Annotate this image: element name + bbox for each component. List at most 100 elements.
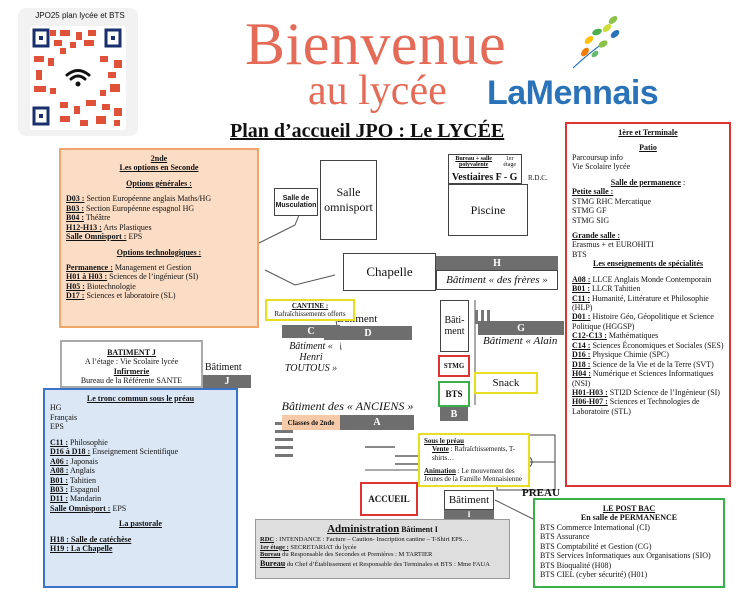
option-generale-item-code: B04 :	[66, 213, 84, 223]
batiment-j-title: BATIMENT J	[107, 348, 156, 357]
option-techno-item-code: Permanence :	[66, 262, 113, 272]
specialite-item-text: LLCE Anglais Monde Contemporain	[590, 274, 712, 284]
postbac-item: BTS Commerce International (CI)	[540, 522, 650, 532]
postbac-title: LE POST BAC	[602, 504, 656, 513]
rdc-label: RDC	[260, 535, 275, 543]
specialite-item-text: Histoire Géo, Géopolitique et Science Po…	[572, 312, 714, 331]
batiment-g-label: Bâtiment « Alain	[483, 335, 558, 347]
preau-label: PREAU	[522, 487, 560, 499]
chapelle: Chapelle	[343, 253, 436, 291]
qr-title: JPO25 plan lycée et BTS	[35, 11, 125, 20]
option-generale-item-text: EPS	[126, 232, 143, 242]
classes-2nde-label: Classes de 2nde	[287, 418, 335, 427]
tronc-room-item-text: Enseignement Scientifique	[90, 447, 179, 457]
options-heading-2nde: 2nde	[150, 154, 168, 163]
batiment-central: Bâti- ment	[440, 300, 469, 352]
tronc-room-item-code: A08 :	[50, 466, 69, 476]
tronc-room-item-text: Tahitien	[68, 475, 96, 485]
specialite-item-text: LLCR Tahitien	[590, 284, 641, 294]
chapelle-label: Chapelle	[366, 264, 413, 279]
tronc-room-item-text: Espagnol	[68, 484, 100, 494]
bureau-salle-label: Bureau + salle polyvalente	[455, 156, 492, 168]
options-generales-title: Options générales :	[126, 178, 192, 188]
tronc-room-item: D16 à D18 : Enseignement Scientifique	[50, 447, 231, 456]
batiment-anciens-label: Bâtiment des « ANCIENS »	[281, 398, 414, 413]
tronc-room-item-code: B03 :	[50, 484, 68, 494]
specialite-item-code: D16 :	[572, 350, 591, 360]
tronc-commun-box: Le tronc commun sous le préau HG Françai…	[43, 388, 238, 588]
specialite-item: H01-H03 : STI2D Science de l’Ingénieur (…	[572, 388, 724, 397]
postbac-subtitle: En salle de PERMANENCE	[580, 513, 678, 523]
batiment-j-line1: A l’étage : Vie Scolaire lycée	[84, 357, 179, 367]
specialite-item-text: Science de la Vie et de la Terre (SVT)	[590, 359, 714, 369]
pastorale-title: La pastorale	[119, 519, 162, 529]
administration-box: Administration Bâtiment I RDC : INTENDAN…	[255, 519, 510, 579]
salle-omnisport-label: Salle omnisport	[324, 185, 373, 214]
tronc-room-item-text: Philosophie	[68, 437, 108, 447]
option-generale-item-text: Section Européenne espagnol HG	[84, 203, 195, 213]
specialite-item-text: Sciences et Technologies de Laboratoire …	[572, 397, 700, 416]
batiment-central-label: Bâti- ment	[444, 315, 465, 337]
grande-salle-title: Grande salle :	[572, 230, 620, 240]
grande-salle-item: BTS	[572, 249, 587, 259]
brand-logo: LaMennais	[487, 74, 659, 112]
petite-salle-item: STMG SIG	[572, 215, 610, 225]
perm-title: Salle de permanence	[610, 177, 681, 187]
option-techno-item: Permanence : Management et Gestion	[66, 263, 252, 272]
welcome-subtitle: au lycée	[308, 68, 447, 114]
option-generale-item-code: H12-H13 :	[66, 222, 102, 232]
patio-title: Patio	[639, 143, 657, 153]
plan-title: Plan d’accueil JPO : Le LYCÉE	[230, 120, 505, 142]
snack-label: Snack	[492, 377, 520, 389]
tronc-room-item-text: Anglais	[68, 466, 95, 476]
tronc-room-item-code: B01 :	[50, 475, 68, 485]
batiment-b-letter: B	[440, 407, 468, 421]
options-seconde-box: 2nde Les options en Seconde Options géné…	[59, 148, 259, 328]
patio-item: Vie Scolaire lycée	[572, 162, 631, 172]
rdc-text: : INTENDANCE : Facture – Caution- Inscri…	[274, 535, 469, 543]
classes-2nde: Classes de 2nde	[282, 415, 340, 430]
postbac-item: BTS Services Informatiques aux Organisat…	[540, 551, 711, 561]
specialite-item-code: H01-H03 :	[572, 387, 608, 397]
batiment-g-letter: G	[478, 321, 564, 335]
option-generale-item: D03 : Section Européenne anglais Maths/H…	[66, 194, 252, 203]
tronc-room-item-code: D16 à D18 :	[50, 447, 91, 457]
tronc-room-item: B03 : Espagnol	[50, 485, 231, 494]
batiment-anciens: Bâtiment des « ANCIENS »	[281, 397, 414, 415]
qr-code	[30, 26, 126, 130]
specialite-item-code: D01 :	[572, 312, 591, 322]
batiment-d-letter: D	[324, 326, 412, 340]
premiere-title: 1ère et Terminale	[618, 128, 678, 137]
rdc-label: R.D.C.	[528, 174, 548, 182]
tronc-room-item: B01 : Tahitien	[50, 476, 231, 485]
cantine-box: CANTINE : Rafraîchissements offerts	[265, 299, 355, 321]
option-generale-item-text: Section Européenne anglais Maths/HG	[84, 194, 212, 204]
specialite-item-code: D18 :	[572, 359, 591, 369]
option-techno-item-text: Sciences de l’ingénieur (SI)	[107, 272, 199, 282]
snack: Snack	[474, 372, 538, 394]
specialite-item: C11 : Humanité, Littérature et Philosoph…	[572, 294, 724, 313]
option-techno-item-code: H01 à H03 :	[66, 272, 108, 282]
petite-salle-item: STMG RHC Mercatique	[572, 196, 652, 206]
batiment-i-letter: I	[444, 510, 494, 519]
specialite-item: D18 : Science de la Vie et de la Terre (…	[572, 360, 724, 369]
piscine-label: Piscine	[470, 202, 506, 217]
batiment-h: Bâtiment « des frères »	[436, 270, 558, 290]
option-generale-item-text: Théâtre	[84, 213, 111, 223]
option-techno-item-code: H05 :	[66, 281, 85, 291]
batiment-c-label: Bâtiment « Henri TOUTOUS »	[284, 340, 338, 374]
pastorale-item: H19 : La Chapelle	[50, 544, 113, 554]
wifi-icon	[65, 69, 91, 81]
tronc-subject: EPS	[50, 422, 64, 432]
specialite-item-text: Humanité, Littérature et Philosophie (HL…	[572, 293, 709, 312]
specialite-item: A08 : LLCE Anglais Monde Contemporain	[572, 275, 724, 284]
petite-salle-title: Petite salle :	[572, 187, 614, 197]
specialite-item-code: A08 :	[572, 274, 591, 284]
postbac-item: BTS Assurance	[540, 532, 590, 542]
tronc-title: Le tronc commun sous le préau	[86, 394, 195, 403]
option-techno-item: D17 : Sciences et laboratoire (SL)	[66, 291, 252, 300]
batiment-a-letter: A	[340, 415, 414, 430]
tronc-room-item-text: EPS	[110, 503, 127, 513]
